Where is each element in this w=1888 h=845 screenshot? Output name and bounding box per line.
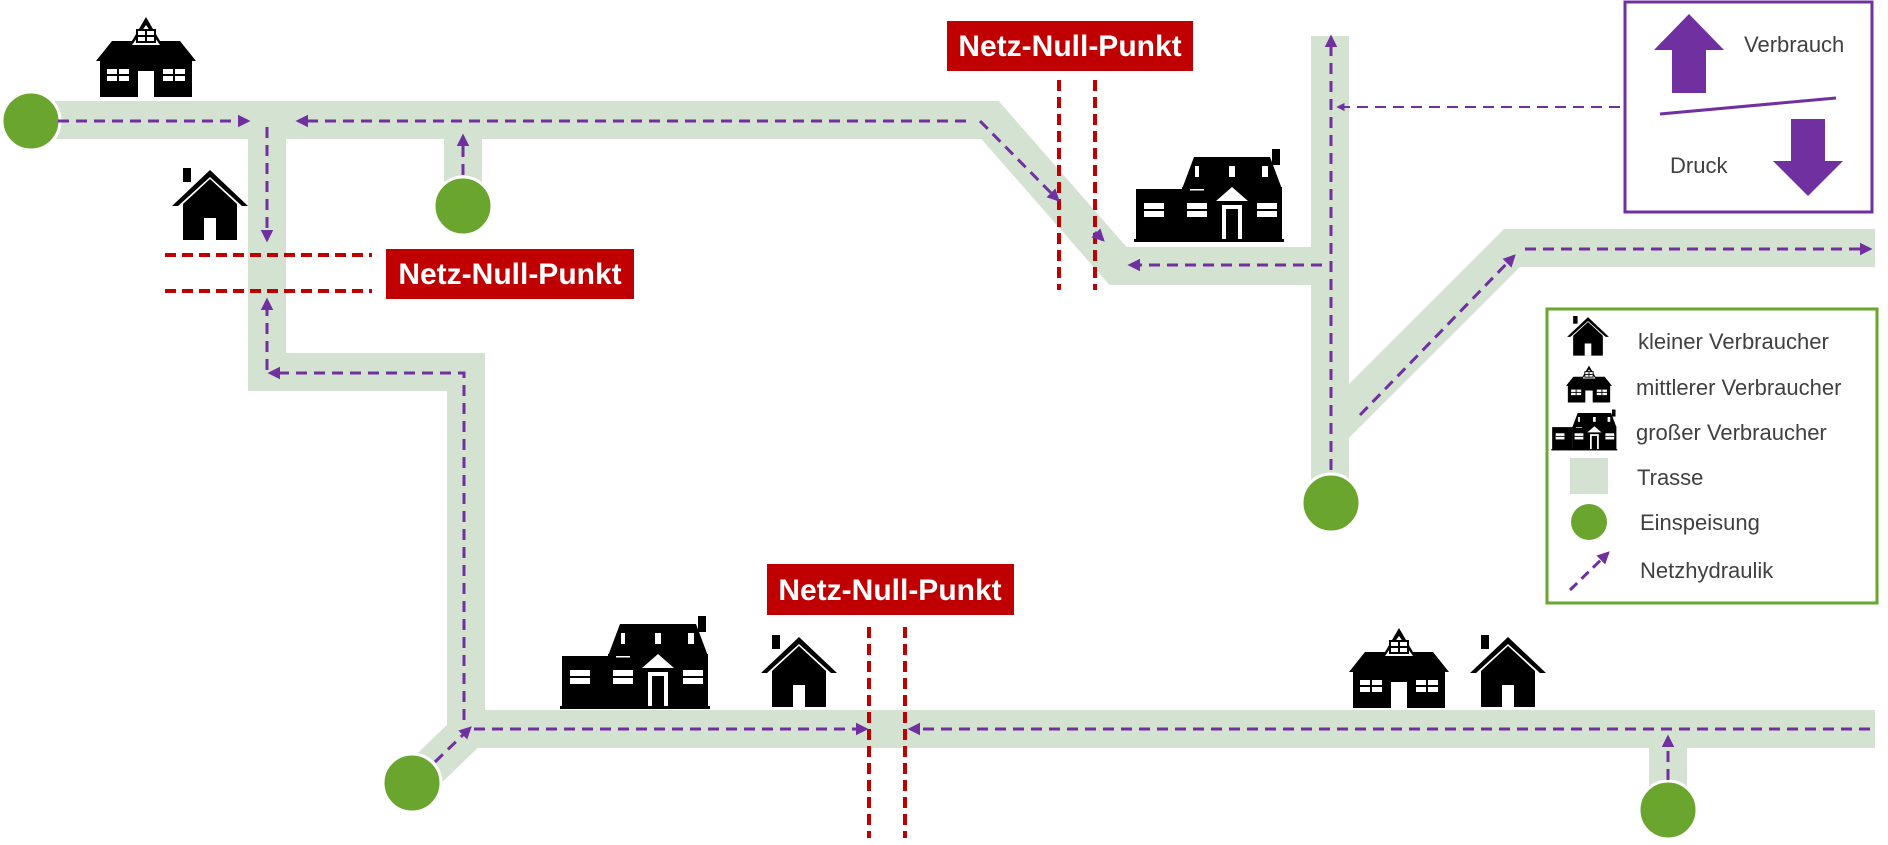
legend-item-mittlerer: mittlerer Verbraucher [1566, 365, 1841, 403]
dashed-arrow-icon [1091, 228, 1105, 242]
dashed-arrow-icon [1358, 254, 1516, 417]
trasse-swatch [1570, 458, 1608, 494]
null-point-markers [165, 80, 1097, 838]
symbol-legend: kleiner Verbraucher mittlerer Verbrauche… [1545, 307, 1879, 605]
legend-item-kleiner: kleiner Verbraucher [1567, 316, 1829, 356]
feed-in-point-icon [432, 175, 494, 237]
trasse-right-diagonal [1316, 229, 1875, 444]
legend-item-grosser: großer Verbraucher [1551, 409, 1827, 451]
dashed-arrow-icon [433, 726, 472, 764]
legend-label-kleiner: kleiner Verbraucher [1638, 329, 1829, 354]
verbrauch-label: Verbrauch [1744, 32, 1844, 57]
large-house-icon [1134, 149, 1284, 242]
null-point-label-text: Netz-Null-Punkt [778, 574, 1001, 607]
null-point-label-3: Netz-Null-Punkt [767, 564, 1014, 615]
down-arrow-icon [1773, 119, 1843, 196]
feed-in-point-icon [0, 90, 62, 152]
legend-label-grosser: großer Verbraucher [1636, 420, 1827, 445]
trasse-left-vertical [248, 120, 1875, 748]
flow-arrows [58, 34, 1873, 780]
up-arrow-icon [1654, 14, 1724, 93]
legend-item-trasse: Trasse [1570, 458, 1703, 494]
pressure-slope-line [1659, 96, 1837, 116]
null-point-label-2: Netz-Null-Punkt [386, 249, 634, 299]
druck-label: Druck [1670, 153, 1728, 178]
medium-house-icon [96, 17, 196, 97]
medium-house-icon [1349, 628, 1449, 708]
feed-in-point-icon [381, 752, 443, 814]
feed-in-point-icon [1637, 779, 1699, 841]
null-point-label-1: Netz-Null-Punkt [947, 21, 1193, 71]
dashed-arrow-icon [1568, 551, 1610, 592]
small-house-icon [172, 168, 248, 240]
small-house-icon [761, 635, 837, 707]
legend-item-einspeisung: Einspeisung [1571, 504, 1760, 540]
legend-label-trasse: Trasse [1637, 465, 1703, 490]
dashed-arrow-icon [978, 119, 1060, 202]
pressure-legend: Verbrauch Druck [1623, 0, 1874, 214]
null-point-label-text: Netz-Null-Punkt [958, 30, 1181, 63]
legend-label-mittlerer: mittlerer Verbraucher [1636, 375, 1841, 400]
feed-in-points [0, 90, 1699, 841]
legend-item-netzhydraulik: Netzhydraulik [1568, 551, 1774, 592]
legend-label-einspeisung: Einspeisung [1640, 510, 1760, 535]
dashed-arrow-icon [267, 366, 466, 720]
large-house-icon [560, 616, 710, 709]
feed-in-point-icon [1300, 472, 1362, 534]
legend-label-netzhydraulik: Netzhydraulik [1640, 558, 1774, 583]
small-house-icon [1470, 635, 1546, 707]
null-point-label-text: Netz-Null-Punkt [398, 258, 621, 291]
feed-in-point-icon [1571, 504, 1607, 540]
